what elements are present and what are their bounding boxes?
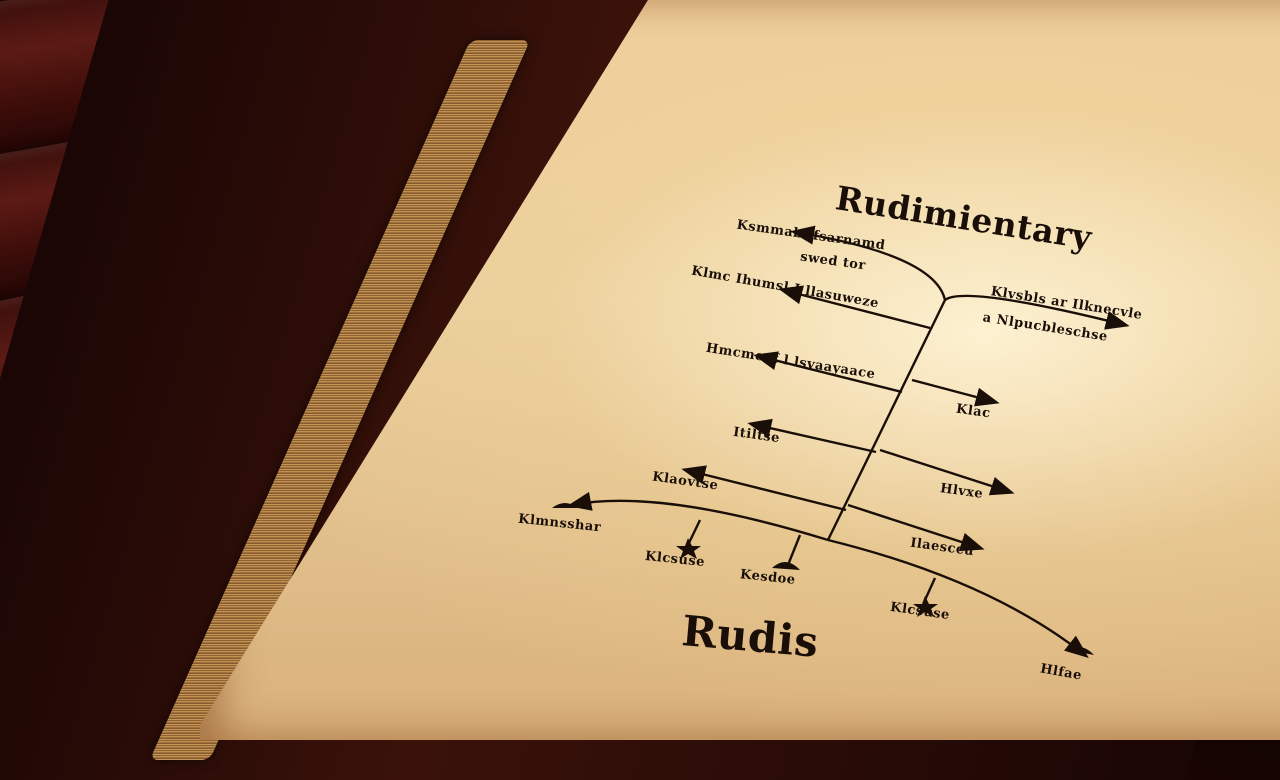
star-marker <box>913 596 938 617</box>
root-marker <box>772 561 800 570</box>
star-marker <box>676 538 701 559</box>
root-marker <box>1068 646 1094 655</box>
etymology-tree-diagram: Rudimientary Rudis Ksmmabl fsarnamd swed… <box>517 178 1143 683</box>
trunk-line <box>826 299 947 541</box>
tree-lines <box>552 225 1130 658</box>
root-marker <box>552 503 578 508</box>
